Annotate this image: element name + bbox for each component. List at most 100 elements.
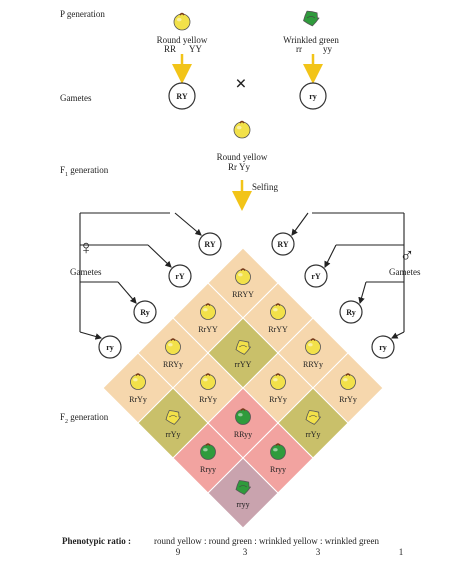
- ratio-value-wrinkled-green: 1: [398, 547, 404, 557]
- pea-hilum: [179, 12, 185, 16]
- offspring-pea: [200, 373, 216, 390]
- female-gametes-label: Gametes: [70, 267, 102, 277]
- f2-generation-label: F2 generation: [60, 412, 109, 425]
- pea-body: [173, 13, 191, 31]
- gamete-branches: [79, 212, 405, 340]
- pea-body: [200, 444, 216, 460]
- pea-highlight: [238, 273, 243, 277]
- genotype-label: rryy: [236, 500, 249, 509]
- male-gamete-circle: [339, 300, 363, 324]
- pea-highlight: [273, 378, 278, 382]
- parent2-pea: [303, 10, 320, 27]
- offspring-pea: [235, 268, 251, 285]
- genotype-label: Rryy: [200, 465, 216, 474]
- parent1-genotype-a: RR: [164, 44, 177, 54]
- pea-highlight: [203, 378, 208, 382]
- female-gamete-circle: [133, 300, 157, 324]
- female-gamete-circle: [168, 264, 192, 288]
- pea-highlight: [203, 308, 208, 312]
- parent2-phenotype: Wrinkled green: [283, 35, 339, 45]
- phenotypic-ratio-label: Phenotypic ratio :: [62, 536, 131, 546]
- male-gamete-circle: [271, 232, 295, 256]
- offspring-pea: [165, 410, 181, 425]
- genotype-label: RRyy: [234, 430, 252, 439]
- ratio-value-wrinkled-yellow: 3: [315, 547, 321, 557]
- male-gamete-circle-label: ry: [379, 343, 387, 352]
- pea-hilum: [275, 373, 281, 376]
- offspring-pea: [235, 408, 251, 425]
- f1-phenotype: Round yellow: [216, 152, 268, 162]
- offspring-pea: [235, 340, 251, 355]
- genotype-label: RRYY: [232, 290, 254, 299]
- male-gamete-circle: [371, 335, 395, 359]
- female-gamete-circle: [198, 232, 222, 256]
- f1-genotype: Rr Yy: [228, 162, 250, 172]
- pea-wrinkle: [169, 415, 177, 418]
- offspring-pea: [235, 480, 251, 495]
- ratio-value-round-yellow: 9: [175, 547, 181, 557]
- f1-pea: [233, 120, 251, 139]
- pea-highlight: [343, 378, 348, 382]
- pea-body-wrinkled: [303, 10, 320, 27]
- pea-hilum: [240, 408, 246, 411]
- female-branch-arrow: [79, 331, 103, 340]
- pea-highlight: [168, 343, 173, 347]
- ratio-value-round-green: 3: [242, 547, 248, 557]
- offspring-pea: [165, 338, 181, 355]
- genotype-label: RRYy: [163, 360, 183, 369]
- genotype-label: RrYy: [199, 395, 217, 404]
- pea-hilum: [240, 268, 246, 271]
- genotype-label: rrYy: [305, 430, 320, 439]
- pea-hilum: [275, 443, 281, 446]
- genotype-label: rrYY: [235, 360, 252, 369]
- pea-highlight: [203, 448, 208, 452]
- pea-body: [270, 374, 286, 390]
- offspring-pea: [200, 303, 216, 320]
- pea-wrinkle: [239, 345, 247, 348]
- pea-highlight: [176, 17, 182, 22]
- pea-body-wrinkled: [235, 480, 251, 495]
- pea-body-wrinkled: [165, 410, 181, 425]
- parent2-gamete-circle-label: ry: [309, 92, 317, 101]
- pea-body: [165, 339, 181, 355]
- pea-body: [200, 374, 216, 390]
- male-gametes-label: Gametes: [389, 267, 421, 277]
- p-generation-label: P generation: [60, 9, 105, 19]
- pea-hilum: [205, 303, 211, 306]
- offspring-pea: [270, 373, 286, 390]
- pea-body: [233, 121, 251, 139]
- pea-body: [130, 374, 146, 390]
- pea-hilum: [345, 373, 351, 376]
- parent1-gamete-circle-label: RY: [176, 92, 187, 101]
- pea-body-wrinkled: [235, 340, 251, 355]
- pea-wrinkle: [239, 485, 247, 488]
- pea-highlight: [273, 308, 278, 312]
- parent1-genotype-b: YY: [189, 44, 202, 54]
- f1-generation-label: F1 generation: [60, 165, 109, 178]
- female-gamete-circle-label: ry: [106, 343, 114, 352]
- male-gamete-circle-label: Ry: [346, 308, 356, 317]
- male-branch-arrow: [358, 281, 367, 305]
- genotype-label: RrYY: [198, 325, 218, 334]
- pea-highlight: [238, 413, 243, 417]
- pea-hilum: [205, 443, 211, 446]
- cross-symbol: ×: [235, 73, 247, 95]
- female-gamete-circle: [98, 335, 122, 359]
- pea-wrinkle: [309, 415, 317, 418]
- pea-body: [305, 339, 321, 355]
- offspring-pea: [200, 443, 216, 460]
- offspring-pea: [130, 373, 146, 390]
- genotype-label: RrYY: [268, 325, 288, 334]
- pea-highlight: [236, 125, 242, 130]
- genotype-label: rrYy: [165, 430, 180, 439]
- offspring-pea: [305, 410, 321, 425]
- parent1-phenotype: Round yellow: [156, 35, 208, 45]
- male-branch-arrow: [324, 244, 337, 268]
- female-branch-arrow: [117, 281, 137, 304]
- pea-seeds: [130, 10, 356, 495]
- offspring-pea: [305, 338, 321, 355]
- male-gamete-circle: [304, 264, 328, 288]
- male-branch-arrow: [291, 212, 309, 236]
